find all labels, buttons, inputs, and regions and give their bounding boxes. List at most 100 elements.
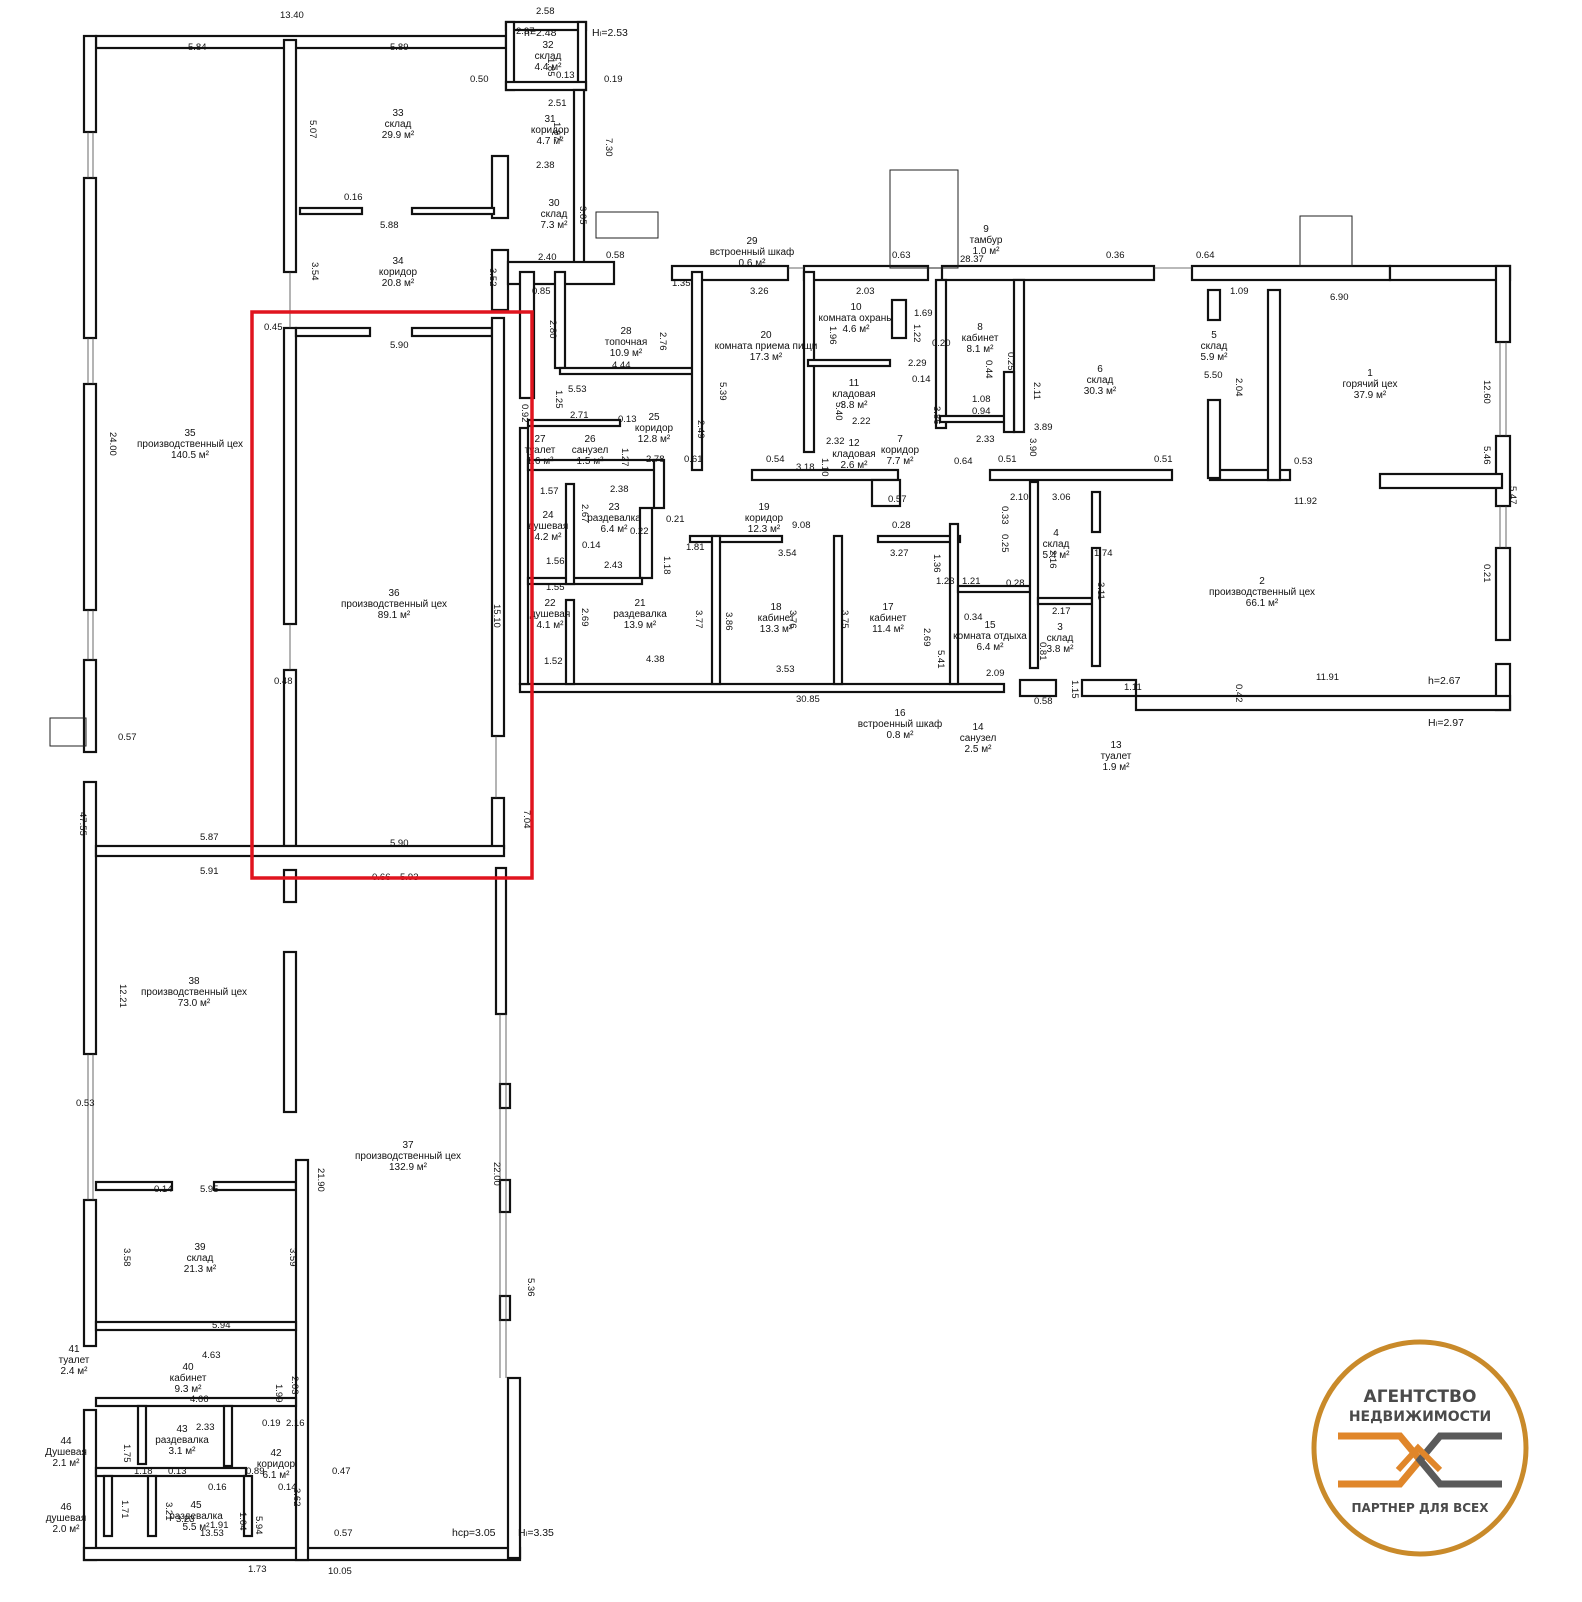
dimension-label: 0.33 (999, 506, 1010, 525)
dimension-label: 0.14 (912, 374, 931, 385)
room-num: 43 (176, 1424, 188, 1435)
dimension-label: 0.36 (1106, 250, 1125, 261)
dimension-label: 5.40 (833, 402, 844, 421)
dimension-label: 1.99 (273, 1384, 284, 1403)
height-label: h=2.67 (1428, 675, 1461, 687)
dimension-label: 1.75 (121, 1444, 132, 1463)
room-num: 28 (620, 326, 632, 337)
room-area: 3.1 м² (169, 1446, 197, 1457)
height-label: hср=3.05 (452, 1527, 496, 1539)
height-label: h=2.48 (524, 27, 557, 39)
dimension-label: 0.81 (1037, 642, 1048, 661)
dimension-label: 0.44 (983, 360, 994, 379)
room-num: 22 (544, 598, 556, 609)
dimension-label: 3.59 (287, 1248, 298, 1267)
room-name: кабинет (870, 612, 907, 624)
room-num: 6 (1097, 364, 1103, 375)
dimension-label: 3.52 (487, 268, 498, 287)
dimension-label: 2.22 (852, 416, 871, 427)
room-name: кабинет (170, 1372, 207, 1384)
room-num: 42 (270, 1448, 282, 1459)
room-area: 2.6 м² (841, 460, 869, 471)
dimension-label: 1.10 (819, 458, 830, 477)
dimension-label: 3.86 (931, 406, 942, 425)
dimension-label: 21.90 (315, 1168, 326, 1192)
room-area: 5.5 м² (183, 1522, 211, 1533)
room-area: 10.9 м² (610, 348, 643, 359)
dimension-label: 0.53 (1294, 456, 1313, 467)
dimension-label: 0.94 (972, 406, 991, 417)
room-num: 14 (972, 722, 984, 733)
dimension-label: 2.58 (536, 6, 555, 17)
room-area: 1.9 м² (1103, 762, 1131, 773)
dimension-label: 28.37 (960, 254, 984, 265)
room-num: 2 (1259, 576, 1265, 587)
dimension-label: 5.87 (200, 832, 219, 843)
room-area: 21.3 м² (184, 1264, 217, 1275)
dimension-label: 1.87 (551, 122, 562, 141)
room-name: комната отдыха (953, 631, 1027, 642)
room-name: встроенный шкаф (858, 718, 942, 730)
room-area: 4.4 м² (535, 62, 563, 73)
dimension-label: 13.53 (200, 1528, 224, 1539)
room-area: 13.9 м² (624, 620, 657, 631)
room-name: производственный цех (341, 599, 447, 610)
dimension-label: 0.21 (1481, 564, 1492, 583)
room-area: 6.4 м² (601, 524, 629, 535)
dimension-label: 3.11 (1095, 582, 1106, 600)
dimension-label: 9.08 (792, 520, 811, 531)
room-name: встроенный шкаф (710, 246, 794, 258)
room-name: топочная (605, 337, 648, 348)
room-name: производственный цех (355, 1151, 461, 1162)
dimension-label: 1.57 (540, 486, 559, 497)
dimension-label: 0.85 (532, 286, 551, 297)
room-num: 8 (977, 322, 983, 333)
room-num: 5 (1211, 330, 1217, 341)
room-area: 5.4 м² (1043, 550, 1071, 561)
dimension-label: 2.76 (657, 332, 668, 351)
dimension-label: 2.38 (610, 484, 629, 495)
dimension-label: 1.71 (119, 1500, 130, 1519)
room-area: 4.2 м² (535, 532, 563, 543)
dimension-label: 15.10 (491, 604, 502, 628)
dimension-label: 1.73 (248, 1564, 267, 1575)
room-area: 73.0 м² (178, 998, 211, 1009)
dimension-label: 3.23 (176, 1514, 195, 1525)
room-num: 16 (894, 708, 906, 719)
dimension-label: 0.50 (470, 74, 489, 85)
room-num: 46 (60, 1502, 72, 1513)
room-num: 26 (584, 434, 596, 445)
dimension-label: 0.13 (556, 70, 575, 81)
room-area: 89.1 м² (378, 610, 411, 621)
room-name: горячий цех (1343, 379, 1398, 390)
dimension-label: 5.53 (568, 384, 587, 395)
room-num: 10 (850, 302, 862, 313)
room-area: 4.7 м² (537, 136, 565, 147)
dimension-label: 0.19 (604, 74, 623, 85)
dimension-label: 0.13 (168, 1466, 187, 1477)
dimension-label: 1.36 (931, 554, 942, 573)
room-area: 9.3 м² (175, 1384, 203, 1395)
room-name: раздевалка (155, 1435, 209, 1446)
room-name: Душевая (45, 1447, 87, 1458)
room-num: 20 (760, 330, 772, 341)
room-area: 30.3 м² (1084, 386, 1117, 397)
dimension-label: 0.47 (332, 1466, 351, 1477)
room-name: кабинет (962, 332, 999, 344)
room-area: 2.0 м² (53, 1524, 81, 1535)
dimension-label: 2.40 (538, 252, 557, 263)
room-area: 0.8 м² (887, 730, 915, 741)
dimension-label: 5.36 (525, 1278, 536, 1297)
